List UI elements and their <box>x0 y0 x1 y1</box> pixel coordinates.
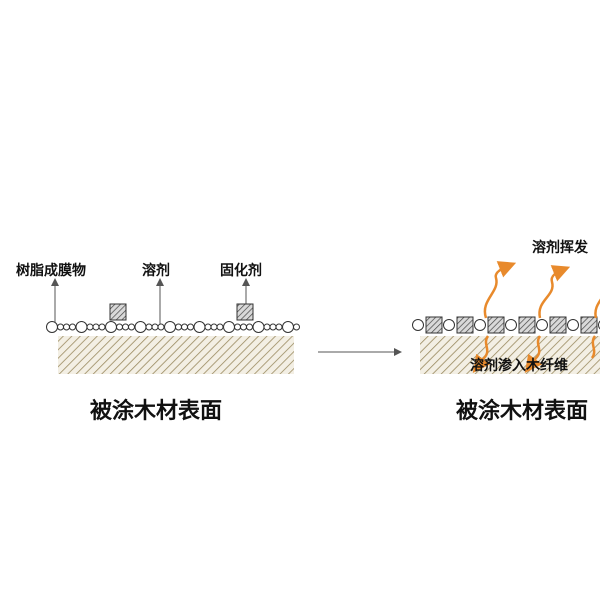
solvent-molecule <box>122 323 129 331</box>
solvent-molecule <box>175 323 182 331</box>
resin-molecule <box>193 321 206 333</box>
curing-agent-block <box>425 316 443 334</box>
solvent-molecule <box>187 323 194 331</box>
solvent-molecule <box>210 323 218 331</box>
solvent-molecule <box>269 323 277 331</box>
left-molecule-chain <box>46 321 300 333</box>
curing-label: 固化剂 <box>220 262 262 279</box>
resin-molecule <box>282 321 294 333</box>
solvent-molecule <box>86 323 94 331</box>
resin-molecule <box>134 321 147 333</box>
left-panel: 树脂成膜物 溶剂 固化剂 被涂木材表面 <box>16 262 300 424</box>
resin-molecule <box>75 321 88 333</box>
resin-molecule <box>443 319 455 331</box>
resin-molecule <box>474 319 486 331</box>
curing-agent-block <box>518 316 536 334</box>
curing-agent-block <box>236 303 254 321</box>
right-surface-label: 被涂木材表面 <box>456 398 588 424</box>
solvent-molecule <box>234 323 241 331</box>
solvent-molecule <box>263 323 271 331</box>
resin-molecule <box>164 321 176 333</box>
penetration-arrow <box>524 335 543 373</box>
penetrate-label: 溶剂渗入木纤维 <box>470 357 568 374</box>
solvent-molecule <box>293 323 300 331</box>
solvent-molecule <box>151 323 159 331</box>
solvent-molecule <box>98 323 106 331</box>
curing-agent-block <box>549 316 567 334</box>
resin-molecule <box>412 319 424 331</box>
penetration-arrow <box>472 335 491 373</box>
curing-agent-block <box>487 316 505 334</box>
solvent-molecule <box>240 323 247 331</box>
resin-molecule <box>223 321 235 333</box>
solvent-molecule <box>216 323 224 331</box>
solvent-molecule <box>92 323 100 331</box>
resin-molecule <box>536 319 548 331</box>
resin-molecule <box>105 321 117 333</box>
curing-agent-block <box>109 303 127 321</box>
penetration-arrow <box>590 335 597 359</box>
resin-molecule <box>46 321 58 333</box>
evaporation-arrow <box>483 261 517 319</box>
evaporate-label: 溶剂挥发 <box>532 239 589 256</box>
resin-molecule <box>505 319 517 331</box>
resin-molecule <box>567 319 579 331</box>
curing-agent-block <box>580 316 598 334</box>
solvent-molecule <box>275 323 283 331</box>
solvent-molecule <box>69 323 76 331</box>
curing-agent-block <box>456 316 474 334</box>
left-substrate <box>58 336 294 374</box>
solvent-molecule <box>128 323 135 331</box>
evaporation-arrow <box>594 298 600 319</box>
right-substrate <box>420 336 600 374</box>
resin-molecule <box>252 321 265 333</box>
solvent-label: 溶剂 <box>142 262 170 279</box>
solvent-molecule <box>157 323 165 331</box>
right-panel: 溶剂挥发 溶剂渗入木纤维 被涂木材表面 <box>412 239 600 424</box>
resin-label: 树脂成膜物 <box>16 262 86 279</box>
solvent-molecule <box>57 323 64 331</box>
solvent-molecule <box>246 323 253 331</box>
solvent-molecule <box>204 323 212 331</box>
solvent-molecule <box>181 323 188 331</box>
solvent-molecule <box>116 323 123 331</box>
evaporation-arrow <box>538 265 571 319</box>
solvent-molecule <box>145 323 153 331</box>
left-surface-label: 被涂木材表面 <box>90 398 222 424</box>
right-molecule-chain <box>412 316 600 334</box>
solvent-molecule <box>63 323 70 331</box>
